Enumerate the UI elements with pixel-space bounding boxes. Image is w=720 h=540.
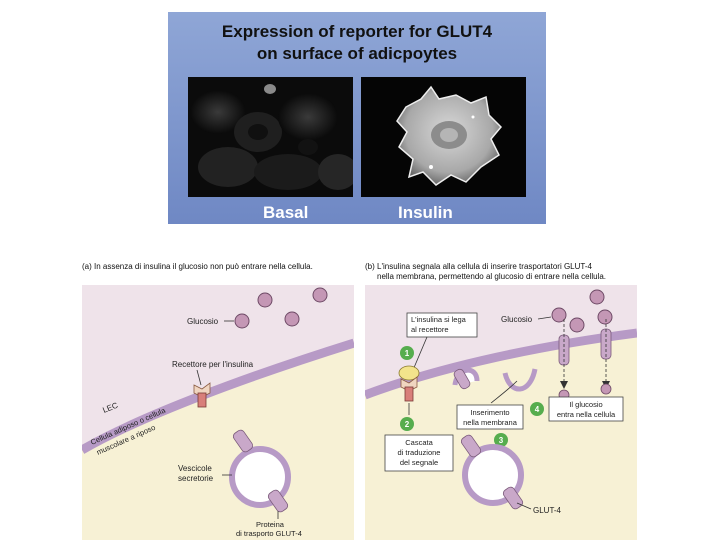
glucose-molecule — [312, 287, 328, 303]
glut4-label: GLUT-4 — [533, 506, 562, 515]
basal-micrograph — [188, 77, 353, 197]
step2-box-line2: di traduzione — [398, 448, 441, 457]
step3-box-line1: Inserimento — [470, 408, 509, 417]
insulin-micrograph-image — [361, 77, 526, 197]
protein-label-line2: di trasporto GLUT-4 — [236, 529, 302, 538]
glucose-pointer — [537, 316, 552, 320]
glut4-inserting-vesicle — [452, 367, 538, 392]
receptor-label: Recettore per l'insulina — [172, 360, 254, 369]
step3-badge: 3 — [494, 433, 508, 447]
step2-box-line3: del segnale — [400, 458, 438, 467]
glut4-transporter — [558, 319, 570, 389]
step4-box-line1: Il glucosio — [569, 400, 602, 409]
step4-box-line2: entra nella cellula — [557, 410, 616, 419]
receptor-pointer — [196, 369, 202, 386]
panel-b-caption-line1: (b) L'insulina segnala alla cellula di i… — [365, 262, 592, 271]
panel-a-caption: (a) In assenza di insulina il glucosio n… — [82, 262, 313, 271]
panel-b-diagram: Glucosio L'insulina si lega al recettore… — [365, 285, 637, 540]
glucose-molecule — [257, 292, 273, 308]
insulin-bound-receptor — [398, 365, 420, 402]
insulin-micrograph — [361, 77, 526, 197]
step4-badge: 4 — [530, 402, 544, 416]
glucose-molecule — [589, 289, 605, 305]
step1-number: 1 — [405, 349, 410, 358]
vesicle-label-line1: Vescicole — [178, 464, 212, 473]
basal-label: Basal — [263, 203, 309, 222]
panel-b-caption-line2: nella membrana, permettendo al glucosio … — [377, 272, 607, 281]
glut4-pointer — [516, 502, 532, 510]
microscopy-title-line2: on surface of adicpoytes — [256, 44, 458, 63]
glucose-molecule — [597, 309, 613, 325]
step2-number: 2 — [405, 420, 410, 429]
protein-label-line1: Proteina — [256, 520, 285, 529]
step2-box-line1: Cascata — [405, 438, 433, 447]
step1-badge: 1 — [400, 346, 414, 360]
step1-box — [406, 312, 478, 338]
microscopy-figure: Expression of reporter for GLUT4 on surf… — [168, 12, 546, 224]
panel-a-diagram: Glucosio Recettore per l'insulina LEC Ce… — [82, 285, 354, 540]
glucose-molecule — [600, 383, 612, 395]
panel-b-caption: (b) L'insulina segnala alla cellula di i… — [365, 262, 606, 282]
vesicle-label-line2: secretorie — [178, 474, 214, 483]
insulin-label: Insulin — [398, 203, 453, 222]
panel-b-glucose-label: Glucosio — [501, 315, 533, 324]
basal-micrograph-image — [188, 77, 353, 197]
secretory-vesicle — [229, 429, 291, 513]
step1-pointer — [412, 336, 428, 371]
step3-arrow — [490, 380, 518, 404]
step3-box-line2: nella membrana — [463, 418, 518, 427]
step3-number: 3 — [499, 436, 504, 445]
step4-box — [548, 396, 624, 422]
glucose-molecule — [284, 311, 300, 327]
panel-b-svg: Glucosio L'insulina si lega al recettore… — [365, 285, 637, 540]
step4-number: 4 — [535, 405, 540, 414]
step1-box-line1: L'insulina si lega — [411, 315, 467, 324]
glucose-molecule — [569, 317, 585, 333]
panel-a-glucose-label: Glucosio — [187, 317, 219, 326]
panel-a-svg: Glucosio Recettore per l'insulina LEC Ce… — [82, 285, 354, 540]
insulin-receptor — [193, 382, 211, 408]
step3-box — [456, 404, 524, 430]
step2-box — [384, 434, 454, 472]
microscopy-title-line1: Expression of reporter for GLUT4 — [221, 22, 493, 41]
step1-box-line2: al recettore — [411, 325, 449, 334]
glucose-molecule — [551, 307, 567, 323]
glucose-molecule — [234, 313, 250, 329]
step2-badge: 2 — [400, 417, 414, 431]
secretory-vesicle — [460, 434, 524, 510]
